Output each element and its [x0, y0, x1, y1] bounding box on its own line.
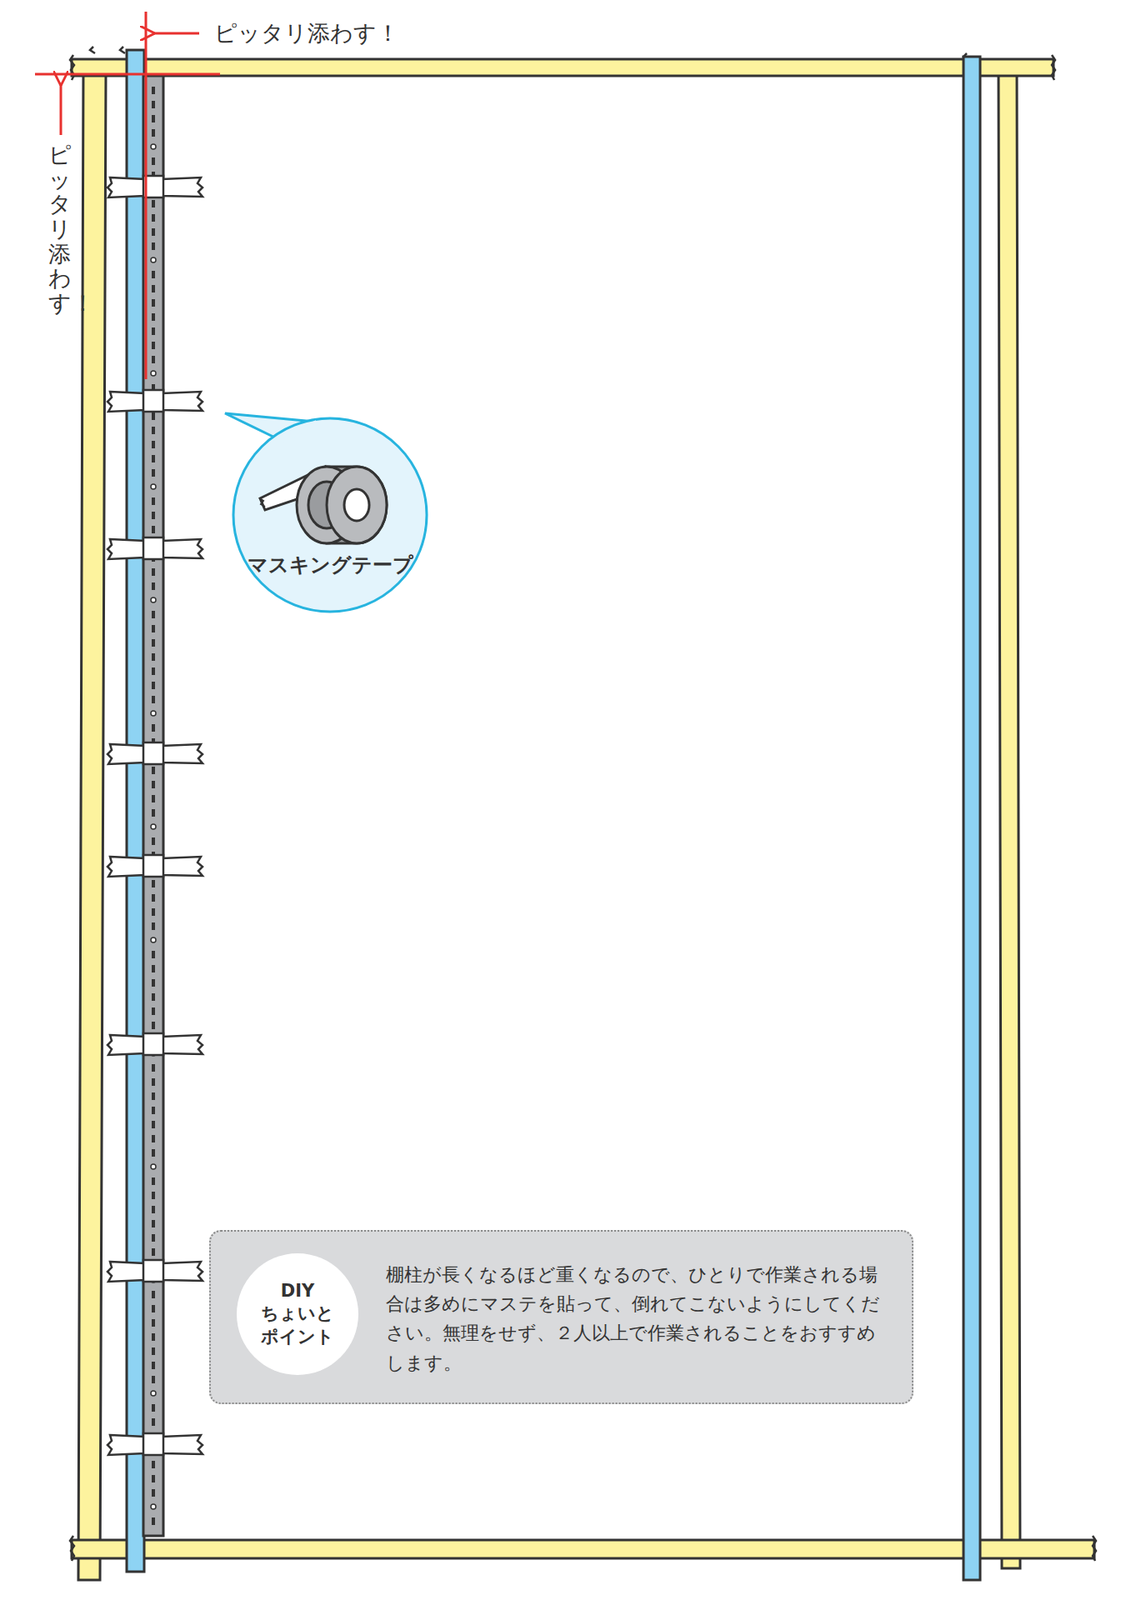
tape-roll-icon [260, 466, 387, 544]
right-post [998, 70, 1021, 1569]
callout-label-box: マスキングテープ [233, 418, 427, 612]
note-box: 棚柱が長くなるほど重くなるので、ひとりで作業される場合は多めにマステを貼って、倒… [209, 1230, 914, 1405]
guide-lines [35, 11, 221, 380]
point-circle: DIY ちょいと ポイント [236, 1253, 359, 1376]
bottom-board [71, 1540, 1095, 1559]
left-post [78, 70, 106, 1581]
fit-instruction: ピッタリ添わす！ [214, 20, 400, 47]
board-ends [70, 46, 1096, 1562]
wood-frame [71, 59, 1095, 1581]
fit-instruction: ピッタリ添わす！ [48, 142, 71, 316]
note-text: 棚柱が長くなるほど重くなるので、ひとりで作業される場合は多めにマステを貼って、倒… [385, 1260, 886, 1378]
callout-bubble [225, 413, 427, 612]
callout-text: マスキングテープ [233, 551, 427, 579]
blue-stud [126, 50, 981, 1581]
rail-slots [150, 86, 156, 1526]
masking-tapes [107, 175, 203, 1456]
point-title: DIY ちょいと ポイント [251, 1280, 344, 1349]
